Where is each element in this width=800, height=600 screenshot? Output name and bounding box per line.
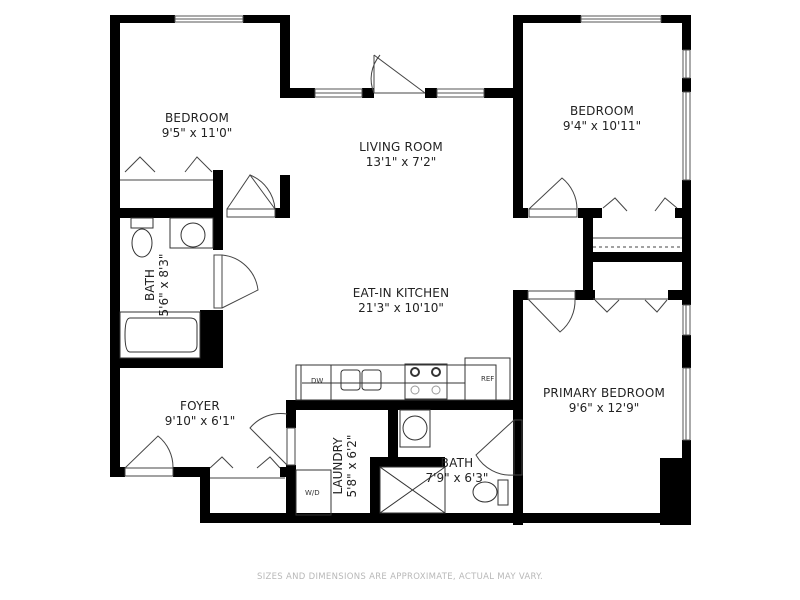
room-dimensions: 9'10" x 6'1" — [164, 414, 236, 428]
room-dimensions: 7'9" x 6'3" — [425, 471, 489, 485]
room-label-living-room: LIVING ROOM 13'1" x 7'2" — [359, 140, 443, 170]
room-name: PRIMARY BEDROOM — [542, 386, 666, 400]
room-name: BEDROOM — [164, 111, 230, 125]
disclaimer: SIZES AND DIMENSIONS ARE APPROXIMATE, AC… — [257, 572, 543, 582]
room-name: FOYER — [180, 399, 220, 413]
room-dimensions: 9'6" x 12'9" — [568, 401, 640, 415]
room-name: BATH — [143, 269, 157, 301]
room-label-laundry: LAUNDRY 5'8" x 6'2" — [331, 416, 359, 516]
room-name: BATH — [440, 456, 474, 470]
room-name: LIVING ROOM — [359, 140, 443, 154]
dishwasher-label: DW — [311, 377, 324, 385]
fixtures — [119, 217, 511, 516]
room-label-bedroom-2: BEDROOM 9'4" x 10'11" — [563, 104, 641, 134]
room-label-bath-2: BATH 7'9" x 6'3" — [426, 456, 489, 486]
room-dimensions: 9'4" x 10'11" — [562, 119, 642, 133]
windows — [174, 15, 691, 441]
room-label-foyer: FOYER 9'10" x 6'1" — [165, 399, 236, 429]
room-name: BEDROOM — [569, 104, 635, 118]
room-dimensions: 21'3" x 10'10" — [358, 301, 444, 315]
washer-dryer-label: W/D — [305, 489, 320, 497]
room-label-bath-1: BATH 5'6" x 8'3" — [143, 240, 171, 330]
refrigerator-label: REF — [481, 375, 495, 383]
room-dimensions: 5'8" x 6'2" — [345, 434, 359, 498]
room-dimensions: 9'5" x 11'0" — [161, 126, 233, 140]
room-name: LAUNDRY — [331, 437, 345, 495]
room-label-eat-in-kitchen: EAT-IN KITCHEN 21'3" x 10'10" — [353, 286, 450, 316]
room-name: EAT-IN KITCHEN — [352, 286, 450, 300]
room-label-bedroom-1: BEDROOM 9'5" x 11'0" — [162, 111, 233, 141]
walls — [110, 15, 691, 525]
room-dimensions: 13'1" x 7'2" — [365, 155, 437, 169]
doors — [120, 54, 682, 479]
room-label-primary-bedroom: PRIMARY BEDROOM 9'6" x 12'9" — [543, 386, 665, 416]
room-dimensions: 5'6" x 8'3" — [157, 253, 171, 317]
